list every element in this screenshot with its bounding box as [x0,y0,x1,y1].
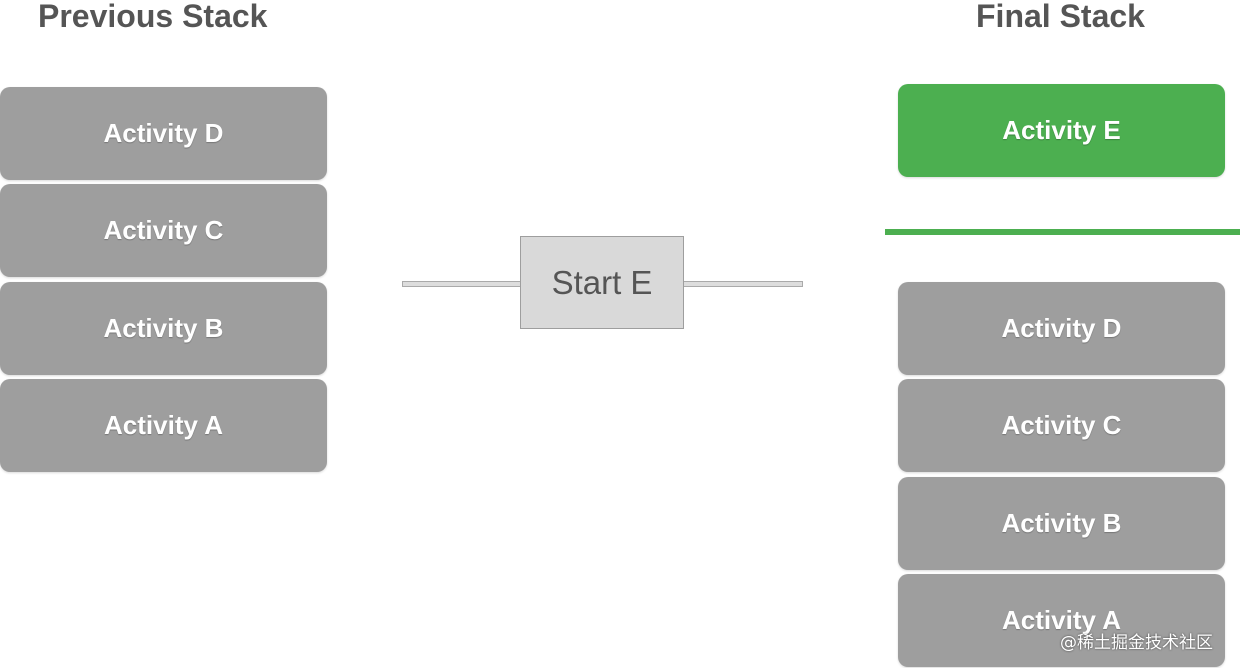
previous-stack-activity-c: Activity C [0,184,327,277]
stack-divider [885,229,1240,235]
final-stack-activity-d: Activity D [898,282,1225,375]
final-stack-activity-e: Activity E [898,84,1225,177]
connector-line-right [682,281,803,287]
final-stack-title: Final Stack [976,0,1145,34]
watermark: @稀土掘金技术社区 [1060,633,1213,653]
final-stack-activity-b: Activity B [898,477,1225,570]
connector-line-left [402,281,522,287]
previous-stack-title: Previous Stack [38,0,268,34]
start-action-box: Start E [520,236,684,329]
previous-stack-activity-d: Activity D [0,87,327,180]
final-stack-activity-a: Activity A [898,574,1225,667]
previous-stack-activity-a: Activity A [0,379,327,472]
final-stack-activity-c: Activity C [898,379,1225,472]
previous-stack-activity-b: Activity B [0,282,327,375]
